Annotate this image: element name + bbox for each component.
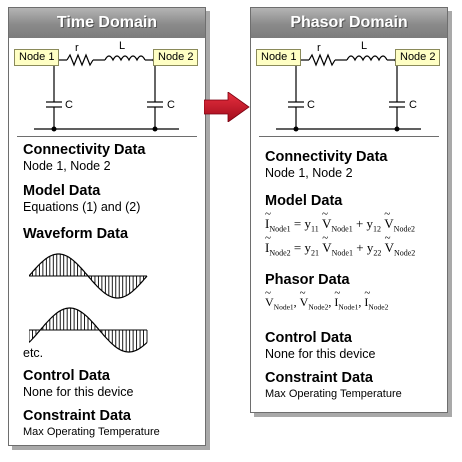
phasor-list: VNode1, VNode2, INode1, INode2 bbox=[265, 287, 388, 311]
constraint-body: Max Operating Temperature bbox=[265, 388, 402, 400]
control-section: Control Data None for this device bbox=[265, 330, 375, 362]
connectivity-section: Connectivity Data Node 1, Node 2 bbox=[23, 142, 145, 174]
right-arrow-icon bbox=[204, 92, 250, 122]
inductor-label: L bbox=[119, 40, 126, 52]
phasor-domain-circuit bbox=[276, 53, 421, 132]
time-domain-circuit bbox=[34, 53, 179, 132]
control-title: Control Data bbox=[23, 368, 110, 384]
capacitor-left-label: C bbox=[65, 99, 73, 111]
separator bbox=[17, 136, 197, 137]
sampled-waveform-2 bbox=[29, 307, 148, 353]
model-equation-2: INode2 = y21 VNode1 + y22 VNode2 bbox=[265, 232, 415, 258]
connectivity-section: Connectivity Data Node 1, Node 2 bbox=[265, 149, 387, 181]
model-equation-1: INode1 = y11 VNode1 + y12 VNode2 bbox=[265, 208, 415, 234]
waveform-curve bbox=[29, 253, 148, 299]
model-section: Model Data Equations (1) and (2) bbox=[23, 183, 140, 215]
control-body: None for this device bbox=[23, 385, 134, 399]
connectivity-title: Connectivity Data bbox=[265, 149, 388, 165]
connectivity-body: Node 1, Node 2 bbox=[23, 159, 111, 173]
phasor-section: Phasor Data bbox=[265, 272, 350, 289]
capacitor-right-label: C bbox=[167, 99, 175, 111]
model-title: Model Data bbox=[265, 193, 343, 209]
separator bbox=[259, 136, 439, 137]
model-body: Equations (1) and (2) bbox=[23, 200, 141, 214]
node1-label: Node 1 bbox=[256, 49, 302, 66]
sampled-waveform-1 bbox=[29, 253, 148, 299]
constraint-title: Constraint Data bbox=[265, 370, 373, 386]
model-section: Model Data bbox=[265, 193, 342, 210]
inductor-label: L bbox=[361, 40, 368, 52]
time-domain-panel: Time Domain Node 1 Node 2 r L C bbox=[8, 7, 206, 446]
node2-label: Node 2 bbox=[395, 49, 441, 66]
capacitor-left-label: C bbox=[307, 99, 315, 111]
constraint-section: Constraint Data Max Operating Temperatur… bbox=[265, 370, 402, 401]
resistor-label: r bbox=[75, 42, 79, 54]
time-domain-title: Time Domain bbox=[9, 8, 205, 38]
waveform-curve bbox=[29, 307, 148, 353]
phasor-title: Phasor Data bbox=[265, 272, 350, 288]
waveform-title: Waveform Data bbox=[23, 226, 129, 242]
control-title: Control Data bbox=[265, 330, 352, 346]
phasor-domain-title: Phasor Domain bbox=[251, 8, 447, 38]
connectivity-body: Node 1, Node 2 bbox=[265, 166, 353, 180]
node1-label: Node 1 bbox=[14, 49, 60, 66]
control-section: Control Data None for this device bbox=[23, 368, 133, 400]
connectivity-title: Connectivity Data bbox=[23, 142, 146, 158]
constraint-title: Constraint Data bbox=[23, 408, 131, 424]
model-title: Model Data bbox=[23, 183, 101, 199]
capacitor-right-label: C bbox=[409, 99, 417, 111]
control-body: None for this device bbox=[265, 347, 376, 361]
constraint-section: Constraint Data Max Operating Temperatur… bbox=[23, 408, 160, 439]
waveform-etc: etc. bbox=[23, 346, 44, 360]
node2-label: Node 2 bbox=[153, 49, 199, 66]
resistor-label: r bbox=[317, 42, 321, 54]
waveform-plots bbox=[29, 253, 148, 353]
constraint-body: Max Operating Temperature bbox=[23, 426, 160, 438]
waveform-section: Waveform Data bbox=[23, 226, 128, 243]
phasor-domain-panel: Phasor Domain Node 1 Node 2 r L C C Conn… bbox=[250, 7, 448, 413]
